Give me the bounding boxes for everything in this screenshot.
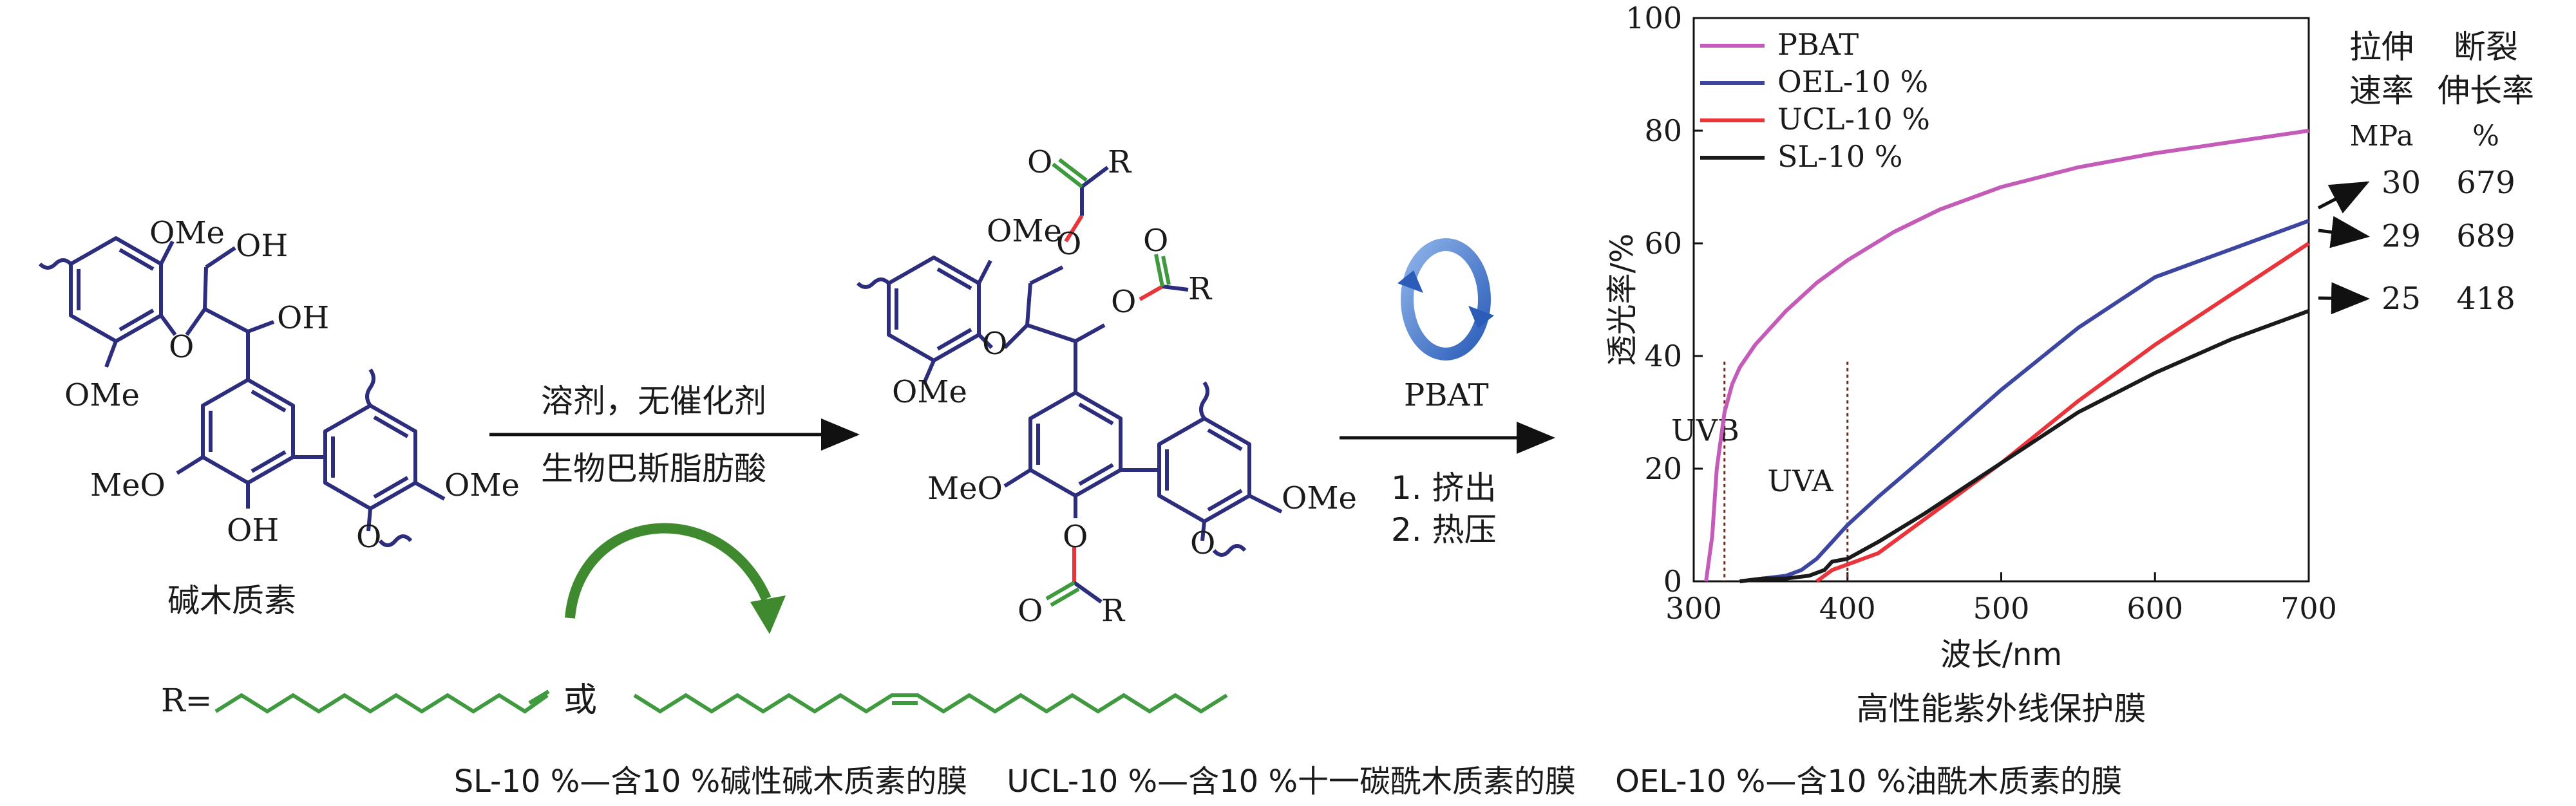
side-table-strength: 29 bbox=[2382, 218, 2421, 254]
side-table-header: 速率 bbox=[2349, 72, 2414, 109]
x-tick-label: 600 bbox=[2126, 591, 2183, 626]
pbat-cycle-icon bbox=[1401, 238, 1491, 361]
label-ester-o3: O bbox=[1063, 519, 1088, 555]
reaction-arrow-2: PBAT 1. 挤出 2. 热压 bbox=[1340, 238, 1555, 548]
ring-c2 bbox=[1157, 417, 1251, 523]
side-table-header: % bbox=[2472, 120, 2499, 153]
y-axis-label: 透光率/% bbox=[1604, 234, 1640, 366]
arrow2-step-1: 1. 挤出 bbox=[1391, 469, 1497, 507]
label-ome-low2: OMe bbox=[892, 374, 967, 410]
legend-label: PBAT bbox=[1777, 27, 1859, 62]
alkali-lignin-caption: 碱木质素 bbox=[167, 582, 296, 619]
ring-a bbox=[69, 236, 163, 343]
transmittance-chart: 0 20 40 60 80 100 300 400 500 600 700 波长/nm 透光率/% 高性能… bbox=[1604, 1, 2534, 727]
legend-label: SL-10 % bbox=[1777, 139, 1902, 174]
acylated-lignin-labels: O R O OMe O R O O OMe MeO OMe O O O R bbox=[892, 144, 1357, 629]
label-o-c: O bbox=[356, 519, 381, 555]
series-line-ucl-10- bbox=[1815, 241, 2310, 583]
alkali-lignin-labels: OMe OH OH O OMe MeO OH OMe O bbox=[64, 215, 520, 555]
side-table-elongation: 418 bbox=[2456, 281, 2515, 317]
label-o-ether2: O bbox=[982, 326, 1007, 362]
arrow1-bottom-label: 生物巴斯脂肪酸 bbox=[541, 450, 766, 487]
y-tick-label: 60 bbox=[1644, 226, 1682, 261]
side-table-header: 拉伸 bbox=[2349, 28, 2414, 66]
row-arrow bbox=[2318, 216, 2370, 248]
x-tick-label: 700 bbox=[2280, 591, 2337, 626]
acylated-lignin-structure bbox=[856, 256, 1283, 557]
reaction-arrow-1: 溶剂，无催化剂 生物巴斯脂肪酸 bbox=[489, 382, 860, 487]
side-table-header: 伸长率 bbox=[2438, 72, 2534, 109]
ring-a2 bbox=[887, 256, 981, 362]
label-oh-top: OH bbox=[236, 228, 288, 264]
row-arrow bbox=[2318, 282, 2370, 315]
side-table-header: MPa bbox=[2350, 120, 2414, 153]
label-oh-mid: OH bbox=[277, 300, 329, 336]
series-line-pbat bbox=[1704, 129, 2309, 582]
label-meo: MeO bbox=[90, 467, 166, 503]
wavy-bond-c bbox=[365, 368, 375, 407]
y-tick-label: 80 bbox=[1644, 113, 1682, 148]
series-line-oel-10- bbox=[1739, 219, 2310, 583]
label-oh-bottom: OH bbox=[227, 512, 279, 548]
label-o-c2b: O bbox=[1190, 525, 1215, 561]
row-arrow bbox=[2317, 181, 2370, 214]
r-group-or: 或 bbox=[564, 681, 597, 720]
label-r2: R bbox=[1188, 271, 1213, 307]
legend-label: OEL-10 % bbox=[1777, 64, 1928, 99]
r-group-definition: R= 或 bbox=[161, 681, 1228, 720]
curved-arrow-head bbox=[750, 595, 786, 634]
side-table-strength: 30 bbox=[2382, 165, 2421, 201]
label-ome-top: OMe bbox=[149, 215, 225, 251]
curved-arrow bbox=[565, 523, 772, 619]
label-o-c1: O bbox=[1027, 144, 1052, 180]
region-label-uva: UVA bbox=[1767, 464, 1833, 498]
x-tick-label: 500 bbox=[1973, 591, 2030, 626]
label-ome-right2: OMe bbox=[1282, 480, 1357, 516]
arrow2-step-2: 2. 热压 bbox=[1391, 511, 1497, 548]
y-tick-label: 0 bbox=[1663, 564, 1682, 599]
label-ome-right: OMe bbox=[444, 467, 520, 503]
y-tick-label: 100 bbox=[1625, 1, 1682, 35]
side-table-strength: 25 bbox=[2382, 281, 2421, 317]
label-ester-o1: O bbox=[1056, 226, 1081, 262]
label-meo2: MeO bbox=[927, 471, 1003, 507]
side-table-elongation: 679 bbox=[2456, 165, 2515, 201]
label-o-c2: O bbox=[1143, 223, 1168, 259]
region-label-uvb: UVB bbox=[1671, 413, 1739, 447]
r-group-prefix: R= bbox=[161, 682, 213, 719]
label-ome-low: OMe bbox=[64, 377, 140, 413]
arrow1-top-label: 溶剂，无催化剂 bbox=[541, 382, 766, 420]
x-tick-label: 300 bbox=[1665, 591, 1722, 626]
side-table-header: 断裂 bbox=[2454, 28, 2518, 66]
ring-b2 bbox=[1028, 391, 1122, 498]
x-tick-label: 400 bbox=[1819, 591, 1876, 626]
footer-note: SL-10 %—含10 %碱性碱木质素的膜 UCL-10 %—含10 %十一碳酰… bbox=[454, 764, 2123, 800]
y-tick-label: 20 bbox=[1644, 451, 1682, 486]
chart-title: 高性能紫外线保护膜 bbox=[1857, 690, 2146, 727]
label-r1: R bbox=[1108, 144, 1132, 180]
alkali-lignin-structure bbox=[38, 236, 446, 547]
side-table-elongation: 689 bbox=[2456, 218, 2515, 254]
label-ome-top2: OMe bbox=[987, 213, 1062, 249]
ring-c bbox=[323, 404, 417, 511]
series-line-sl-10- bbox=[1739, 309, 2310, 583]
undecenoyl-chain bbox=[214, 693, 549, 714]
arrow2-top-label: PBAT bbox=[1404, 377, 1489, 413]
x-axis-label: 波长/nm bbox=[1940, 637, 2062, 673]
oleoyl-chain bbox=[633, 693, 1228, 714]
label-o-c3: O bbox=[1018, 593, 1043, 629]
legend-label: UCL-10 % bbox=[1777, 102, 1930, 136]
ester-groups bbox=[1045, 158, 1189, 607]
y-tick-label: 40 bbox=[1644, 339, 1682, 373]
label-o-ether: O bbox=[169, 329, 194, 365]
label-ester-o2: O bbox=[1111, 284, 1136, 320]
wavy-bond-a bbox=[38, 258, 73, 270]
label-r3: R bbox=[1101, 593, 1126, 629]
ring-b bbox=[201, 378, 295, 485]
